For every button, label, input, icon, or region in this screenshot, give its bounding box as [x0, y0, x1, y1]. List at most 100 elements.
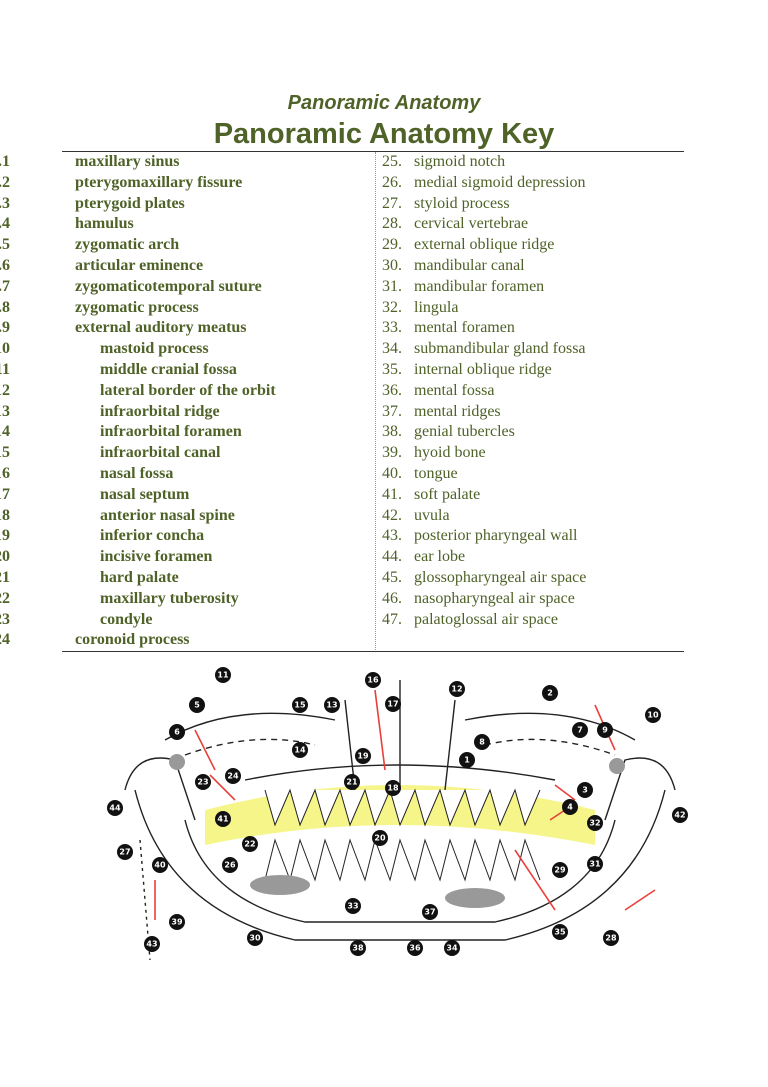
key-label: submandibular gland fossa	[414, 340, 586, 358]
right-key-item: 37. mental ridges	[382, 402, 702, 423]
marker-label: 39	[171, 918, 183, 927]
marker-label: 36	[409, 944, 421, 953]
marker-circle	[422, 904, 438, 920]
left-key-item: 6.articular eminence	[0, 256, 370, 277]
key-number: 46.	[382, 589, 402, 607]
mandible-outline	[134, 789, 666, 941]
key-number: 28.	[382, 215, 402, 233]
column-divider	[375, 152, 376, 652]
marker-label: 41	[217, 815, 229, 824]
diagram-marker: 33	[345, 898, 361, 914]
key-label: hard palate	[100, 568, 179, 586]
key-number: 29.	[382, 236, 402, 254]
marker-circle	[365, 672, 381, 688]
key-number: 15.	[0, 444, 10, 462]
key-label: condyle	[100, 610, 153, 628]
key-label: external auditory meatus	[75, 319, 247, 337]
gland-fossa-right	[445, 888, 505, 908]
marker-label: 8	[479, 738, 485, 747]
key-label: maxillary tuberosity	[100, 589, 239, 607]
left-key-item: 18.anterior nasal spine	[0, 506, 370, 527]
marker-circle	[242, 836, 258, 852]
marker-label: 21	[346, 778, 358, 787]
marker-circle	[344, 774, 360, 790]
right-key-item: 28. cervical vertebrae	[382, 214, 702, 235]
diagram-marker: 10	[645, 707, 661, 723]
key-number: 27.	[382, 194, 402, 212]
key-label: nasal septum	[100, 485, 190, 503]
marker-label: 24	[227, 772, 239, 781]
key-number: 3.	[0, 194, 10, 212]
key-number: 20.	[0, 548, 10, 566]
key-label: coronoid process	[75, 631, 190, 649]
key-number: 47.	[382, 610, 402, 628]
key-label: anterior nasal spine	[100, 506, 235, 524]
left-key-item: 21.hard palate	[0, 568, 370, 589]
diagram-marker: 11	[215, 667, 231, 683]
marker-label: 28	[605, 934, 617, 943]
left-key-item: 17.nasal septum	[0, 485, 370, 506]
marker-circle	[350, 940, 366, 956]
left-key-item: 13.infraorbital ridge	[0, 402, 370, 423]
ear-lobe-left	[169, 754, 185, 770]
marker-circle	[552, 862, 568, 878]
marker-label: 40	[154, 861, 166, 870]
marker-circle	[572, 722, 588, 738]
key-label: lateral border of the orbit	[100, 381, 276, 399]
diagram-marker: 4	[562, 799, 578, 815]
right-key-item: 41. soft palate	[382, 485, 702, 506]
right-key-item: 44. ear lobe	[382, 547, 702, 568]
right-key-item: 46. nasopharyngeal air space	[382, 589, 702, 610]
marker-circle	[597, 722, 613, 738]
marker-circle	[449, 681, 465, 697]
diagram-marker: 29	[552, 862, 568, 878]
key-label: tongue	[414, 464, 458, 482]
marker-label: 6	[174, 728, 180, 737]
key-label: middle cranial fossa	[100, 360, 237, 378]
marker-label: 16	[367, 676, 379, 685]
marker-label: 19	[357, 752, 369, 761]
key-label: posterior pharyngeal wall	[414, 527, 578, 545]
key-label: hyoid bone	[414, 444, 486, 462]
marker-label: 38	[352, 944, 364, 953]
marker-label: 34	[446, 944, 458, 953]
marker-circle	[542, 685, 558, 701]
key-number: 22.	[0, 589, 10, 607]
nasal-right	[444, 699, 456, 791]
right-key-item: 36. mental fossa	[382, 381, 702, 402]
diagram-marker: 28	[603, 930, 619, 946]
marker-label: 15	[294, 701, 306, 710]
key-label: external oblique ridge	[414, 236, 555, 254]
key-number: 30.	[382, 256, 402, 274]
left-key-item: 10.mastoid process	[0, 339, 370, 360]
diagram-marker: 27	[117, 844, 133, 860]
left-key-item: 3.pterygoid plates	[0, 194, 370, 215]
diagram-marker: 38	[350, 940, 366, 956]
key-number: 23.	[0, 610, 10, 628]
marker-circle	[345, 898, 361, 914]
left-key-item: 7.zygomaticotemporal suture	[0, 277, 370, 298]
upper-arch	[244, 764, 556, 781]
key-label: glossopharyngeal air space	[414, 568, 587, 586]
key-label: genial tubercles	[414, 423, 515, 441]
right-key-item: 26. medial sigmoid depression	[382, 173, 702, 194]
left-key-item: 24.coronoid process	[0, 630, 370, 651]
marker-label: 42	[674, 811, 685, 820]
ear-lobe-right	[609, 758, 625, 774]
key-number: 26.	[382, 173, 402, 191]
diagram-marker: 23	[195, 774, 211, 790]
diagram-marker: 15	[292, 697, 308, 713]
key-label: articular eminence	[75, 256, 204, 274]
gland-fossa-left	[250, 875, 310, 895]
diagram-marker: 6	[169, 724, 185, 740]
marker-circle	[195, 774, 211, 790]
marker-label: 33	[347, 902, 358, 911]
key-number: 2.	[0, 173, 10, 191]
marker-label: 30	[249, 934, 261, 943]
marker-circle	[645, 707, 661, 723]
left-key-item: 9.external auditory meatus	[0, 318, 370, 339]
bottom-rule	[62, 651, 684, 652]
key-label: medial sigmoid depression	[414, 173, 586, 191]
